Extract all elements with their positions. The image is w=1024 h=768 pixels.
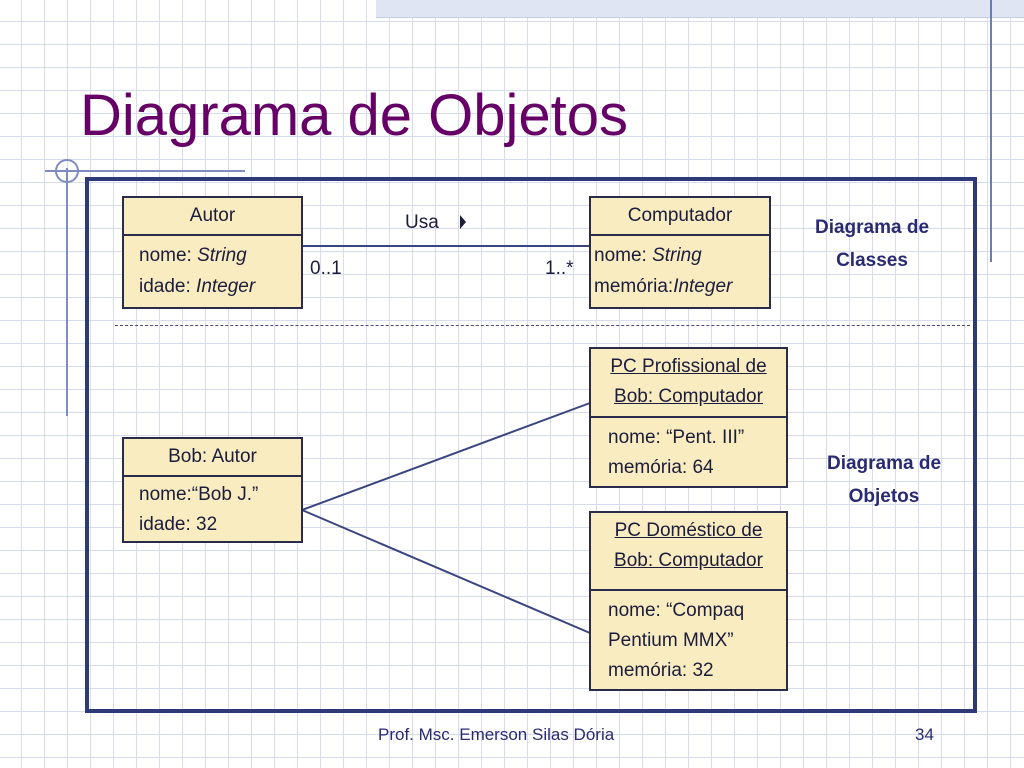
decorative-title-underline (45, 170, 245, 172)
object-diagram-label: Diagrama de Objetos (826, 453, 942, 507)
divider-dashed (115, 325, 970, 326)
decorative-left-line (66, 168, 68, 416)
object-name: PC Doméstico de Bob: Computador (591, 513, 786, 591)
attribute-row: memória:Integer (594, 271, 769, 302)
target-circle-icon (55, 159, 79, 183)
class-diagram-label: Diagrama de Classes (814, 217, 930, 271)
object-name: PC Profissional de Bob: Computador (591, 349, 786, 418)
attribute-row: nome: “Pent. III” (608, 427, 745, 448)
class-attributes: nome: String idade: Integer (124, 236, 301, 302)
diagram-frame (85, 177, 977, 713)
attribute-row: Pentium MMX” (608, 630, 734, 651)
object-attributes: nome: “Pent. III” memória: 64 (591, 418, 786, 483)
attribute-name: nome: (594, 245, 653, 266)
class-name: Autor (124, 198, 301, 236)
object-name: Bob: Autor (124, 439, 301, 477)
attribute-row: nome:“Bob J.” (139, 484, 259, 505)
attribute-row: idade: Integer (139, 271, 301, 302)
association-name: Usa (405, 212, 439, 233)
direction-arrow-icon (460, 215, 466, 229)
link-line-pc2 (301, 509, 591, 634)
object-name-line: PC Profissional de (610, 356, 767, 377)
attribute-row: nome: “Compaq (608, 600, 745, 621)
class-box-computador: Computador nome: String memória:Integer (589, 196, 771, 309)
object-attributes: nome: “Compaq Pentium MMX” memória: 32 (591, 591, 786, 686)
attribute-row: memória: 64 (608, 457, 714, 478)
attribute-row: memória: 32 (608, 660, 714, 681)
attribute-type: Integer (196, 276, 256, 297)
attribute-row: nome: String (594, 240, 769, 271)
attribute-type: String (197, 245, 247, 266)
decorative-top-bar (376, 0, 1024, 18)
object-box-pc-profissional: PC Profissional de Bob: Computador nome:… (589, 347, 788, 488)
multiplicity-right: 1..* (545, 258, 574, 279)
attribute-name: idade: (139, 276, 197, 297)
object-box-bob: Bob: Autor nome:“Bob J.” idade: 32 (122, 437, 303, 543)
multiplicity-left: 0..1 (310, 258, 342, 279)
object-box-pc-domestico: PC Doméstico de Bob: Computador nome: “C… (589, 511, 788, 691)
attribute-name: nome: (139, 245, 198, 266)
decorative-vertical-line (990, 0, 992, 262)
class-box-autor: Autor nome: String idade: Integer (122, 196, 303, 309)
link-line-pc1 (301, 402, 591, 511)
object-name-line: Bob: Computador (614, 550, 763, 571)
class-name: Computador (591, 198, 769, 236)
object-name-line: PC Doméstico de (614, 520, 763, 541)
page-title: Diagrama de Objetos (80, 83, 629, 148)
object-attributes: nome:“Bob J.” idade: 32 (124, 477, 301, 540)
object-name-line: Bob: Computador (614, 386, 763, 407)
attribute-type: String (652, 245, 702, 266)
attribute-type: Integer (673, 276, 733, 297)
page-number: 34 (915, 725, 934, 744)
attribute-name: memória: (594, 276, 674, 297)
footer-author: Prof. Msc. Emerson Silas Dória (378, 725, 615, 744)
attribute-row: idade: 32 (139, 514, 218, 535)
attribute-row: nome: String (139, 240, 301, 271)
class-attributes: nome: String memória:Integer (591, 236, 769, 302)
